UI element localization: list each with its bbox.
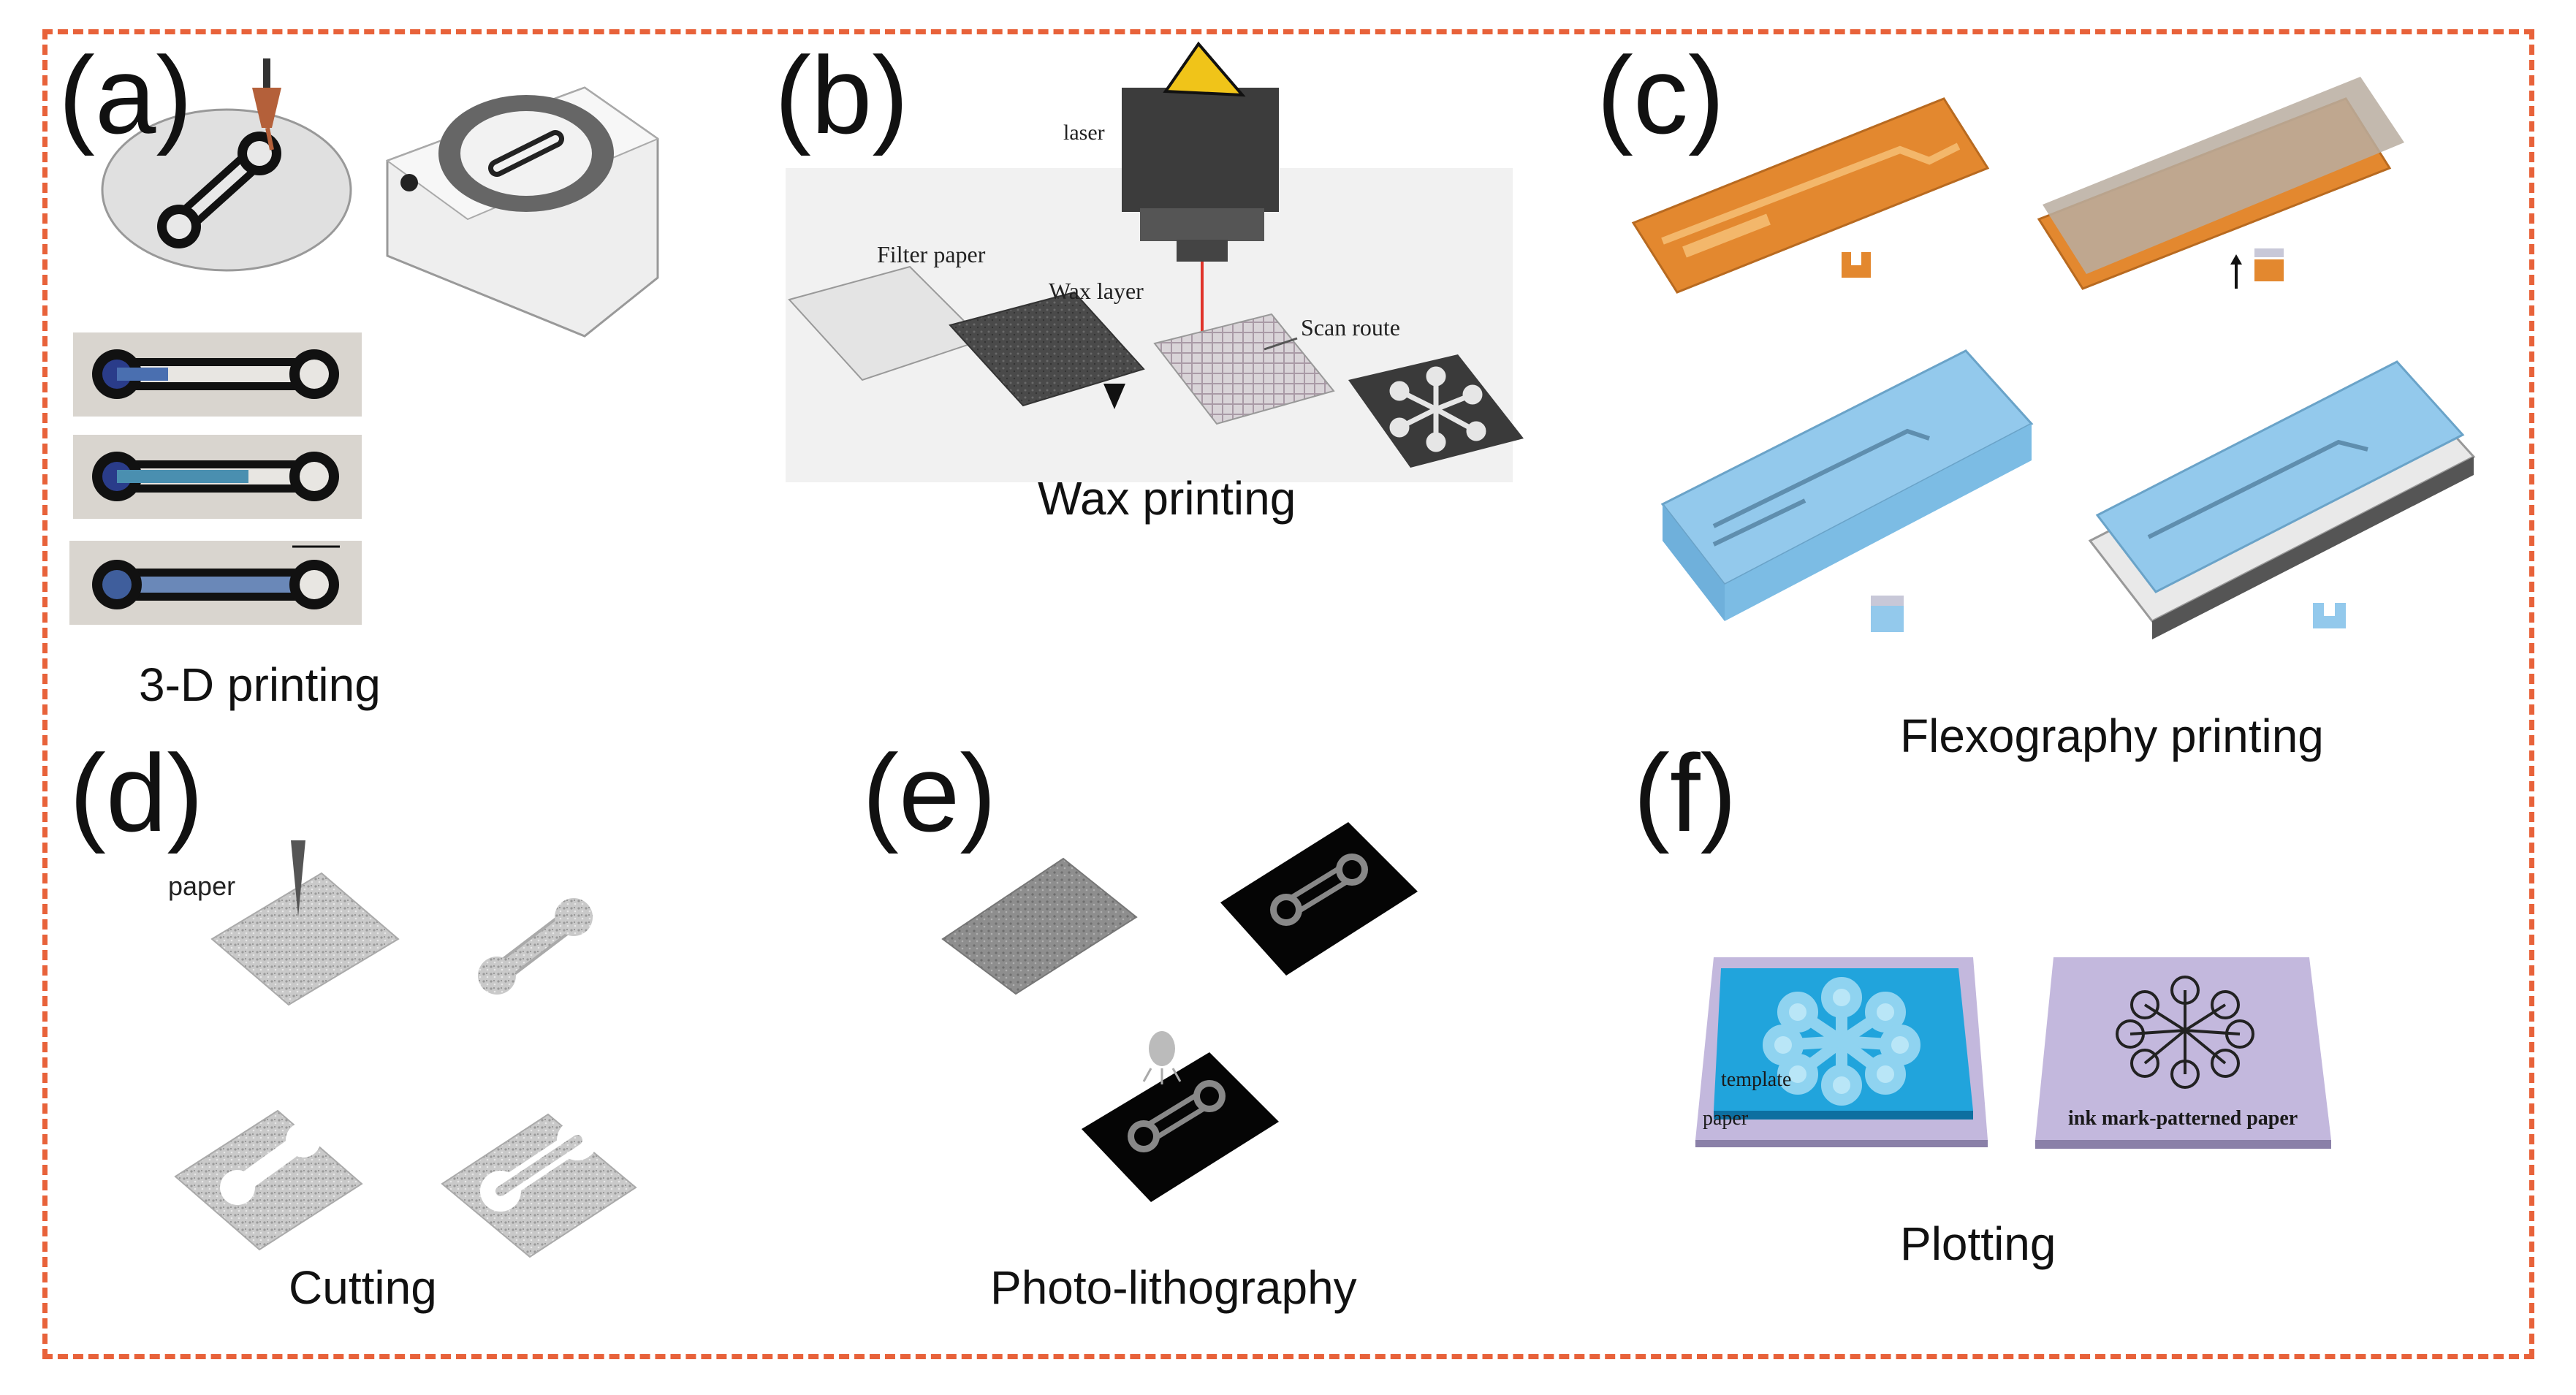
laser-head bbox=[1122, 41, 1279, 332]
caption-3d-printing: 3-D printing bbox=[139, 658, 381, 711]
panel-f-letter: (f) bbox=[1633, 731, 1737, 854]
panel-b-letter: (b) bbox=[775, 34, 909, 156]
caption-flexography: Flexography printing bbox=[1900, 710, 2324, 762]
label-paper-cutting: paper bbox=[168, 871, 236, 901]
panel-c-letter: (c) bbox=[1597, 34, 1725, 156]
label-scan-route: Scan route bbox=[1301, 314, 1400, 341]
cut-channel-piece bbox=[478, 898, 593, 995]
masked-paper bbox=[1220, 822, 1418, 976]
ink-patterned-paper bbox=[2035, 957, 2331, 1149]
panel-e-letter: (e) bbox=[862, 731, 997, 854]
panel-a-illustration bbox=[69, 58, 660, 625]
printer-disc bbox=[101, 58, 352, 272]
copper-plate bbox=[1631, 97, 1990, 294]
caption-cutting: Cutting bbox=[289, 1261, 437, 1314]
blue-mold-1 bbox=[1660, 349, 2034, 632]
caption-wax-printing: Wax printing bbox=[1038, 472, 1296, 525]
printed-channel-strips bbox=[69, 332, 362, 625]
star-pattern bbox=[1389, 366, 1486, 452]
photoresist-paper bbox=[941, 857, 1138, 995]
paper-sheet bbox=[210, 872, 400, 1006]
assembled-device bbox=[441, 1113, 637, 1258]
panel-d-letter: (d) bbox=[69, 731, 204, 854]
label-ink-patterned-paper: ink mark-patterned paper bbox=[2068, 1107, 2298, 1130]
printed-device-box bbox=[385, 86, 660, 338]
label-template: template bbox=[1721, 1068, 1792, 1091]
label-wax-layer: Wax layer bbox=[1049, 278, 1144, 304]
cut-stencil-sheet bbox=[174, 1109, 363, 1251]
label-paper-plotting: paper bbox=[1703, 1107, 1749, 1130]
copper-plate-with-film bbox=[2037, 77, 2404, 290]
caption-photo-lithography: Photo-lithography bbox=[990, 1261, 1357, 1314]
panel-c-illustration bbox=[1631, 77, 2476, 639]
blue-mold-2 bbox=[2088, 360, 2476, 639]
wax-layer-sheet bbox=[949, 291, 1145, 407]
label-laser: laser bbox=[1063, 121, 1105, 145]
uv-exposed-paper bbox=[1082, 1031, 1279, 1202]
wax-arrow-icon bbox=[1103, 384, 1125, 409]
label-filter-paper: Filter paper bbox=[877, 241, 986, 267]
panel-f-illustration bbox=[1695, 957, 2331, 1149]
template-on-paper bbox=[1695, 957, 1988, 1147]
uv-lamp-icon bbox=[1149, 1031, 1175, 1066]
caption-plotting: Plotting bbox=[1900, 1217, 2056, 1270]
panel-a-letter: (a) bbox=[58, 34, 193, 156]
panel-b-illustration bbox=[786, 41, 1524, 482]
panel-e-illustration bbox=[941, 822, 1418, 1202]
dashed-border bbox=[42, 29, 2534, 1359]
cutting-blade bbox=[291, 840, 305, 917]
panel-d-illustration bbox=[174, 840, 637, 1258]
